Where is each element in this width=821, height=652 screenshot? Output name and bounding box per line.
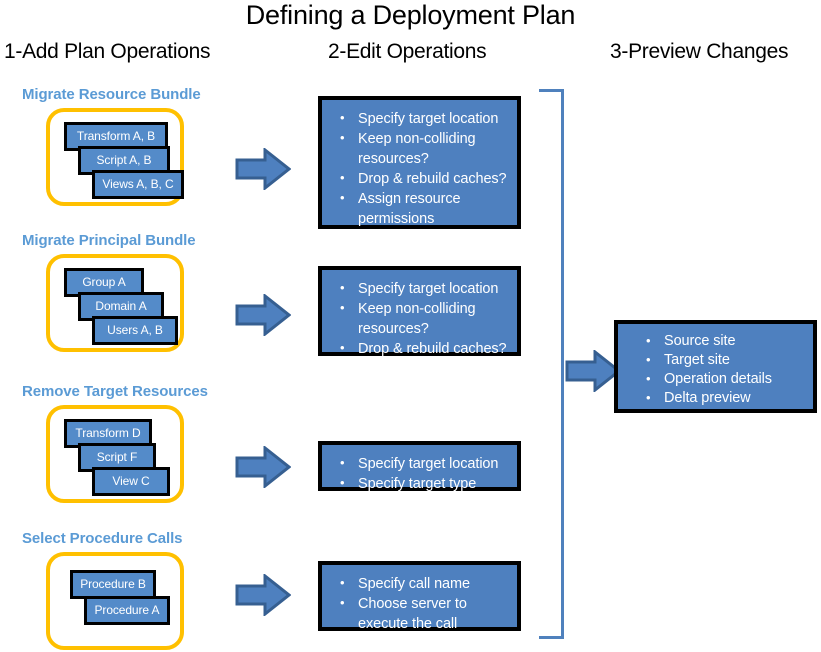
right-arrow-icon [235, 572, 292, 618]
operation-item[interactable]: Keep non-colliding resources? [336, 128, 507, 169]
bundle-card[interactable]: Procedure B [70, 570, 156, 599]
operation-item[interactable]: Drop & rebuild caches? [336, 338, 507, 359]
operation-item[interactable]: Assign resource permissions [336, 188, 507, 229]
column-header-edit-operations: 2-Edit Operations [328, 40, 487, 63]
group-title: Migrate Resource Bundle [22, 86, 201, 103]
bundle-card[interactable]: View C [92, 467, 170, 496]
group-title: Select Procedure Calls [22, 530, 183, 547]
preview-item[interactable]: Target site [642, 350, 807, 370]
operation-item[interactable]: Specify target location [336, 278, 507, 299]
page-title: Defining a Deployment Plan [245, 0, 576, 30]
operation-item[interactable]: Drop & rebuild caches? [336, 168, 507, 189]
preview-item[interactable]: Source site [642, 331, 807, 351]
right-arrow-icon [565, 348, 622, 394]
right-arrow-icon [235, 146, 292, 192]
operation-item[interactable]: Keep non-colliding resources? [336, 298, 507, 339]
operation-item[interactable]: Specify target location [336, 453, 507, 474]
operations-panel: Specify target location Keep non-collidi… [318, 96, 521, 229]
preview-panel: Source site Target site Operation detail… [614, 320, 817, 413]
preview-item[interactable]: Operation details [642, 369, 807, 389]
group-title: Migrate Principal Bundle [22, 232, 196, 249]
bracket-vertical-line [561, 89, 564, 639]
right-arrow-icon [235, 444, 292, 490]
bracket-top-stub [539, 89, 564, 92]
bracket-bottom-stub [539, 636, 564, 639]
bundle-card[interactable]: Users A, B [92, 316, 178, 345]
operations-panel: Specify target location Keep non-collidi… [318, 266, 521, 359]
column-header-add-plan-operations: 1-Add Plan Operations [4, 40, 211, 63]
bundle-card[interactable]: Views A, B, C [92, 170, 184, 199]
bundle-card[interactable]: Procedure A [84, 596, 170, 625]
operations-panel: Specify call name Choose server to execu… [318, 561, 521, 634]
preview-item[interactable]: Delta preview [642, 388, 807, 408]
group-title: Remove Target Resources [22, 383, 208, 400]
operation-item[interactable]: Specify target type [336, 473, 507, 494]
operation-item[interactable]: Specify call name [336, 573, 507, 594]
operation-item[interactable]: Specify target location [336, 108, 507, 129]
right-arrow-icon [235, 292, 292, 338]
operation-item[interactable]: Choose server to execute the call [336, 593, 507, 634]
column-header-preview-changes: 3-Preview Changes [610, 40, 789, 63]
operations-panel: Specify target location Specify target t… [318, 441, 521, 494]
